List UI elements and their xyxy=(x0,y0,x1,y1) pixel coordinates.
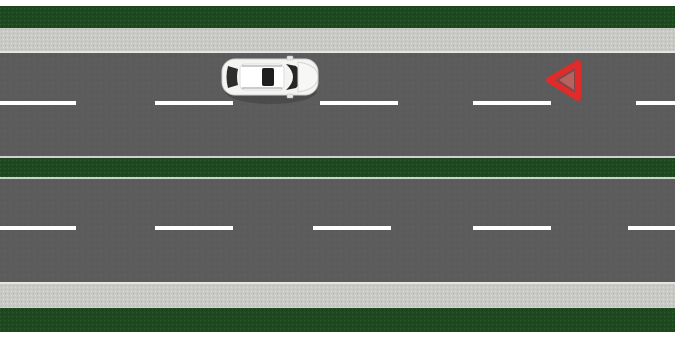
median-strip xyxy=(0,158,675,178)
lane-dash xyxy=(628,226,675,230)
lane-dash xyxy=(0,226,76,230)
lane-dash xyxy=(636,101,675,105)
grass-verge-top xyxy=(0,6,675,28)
lane-dash xyxy=(155,226,233,230)
shoulder-bottom xyxy=(0,284,675,308)
lane-dash xyxy=(473,226,551,230)
top-margin xyxy=(0,0,675,6)
grass-verge-bottom xyxy=(0,308,675,332)
lane-dash xyxy=(313,226,391,230)
bottom-margin xyxy=(0,332,675,336)
lane-dash xyxy=(0,101,76,105)
lane-dash xyxy=(320,101,398,105)
carriageway-lower xyxy=(0,179,675,283)
lane-dash xyxy=(473,101,551,105)
shoulder-top xyxy=(0,28,675,52)
lane-dash xyxy=(155,101,233,105)
car-icon xyxy=(222,56,318,104)
